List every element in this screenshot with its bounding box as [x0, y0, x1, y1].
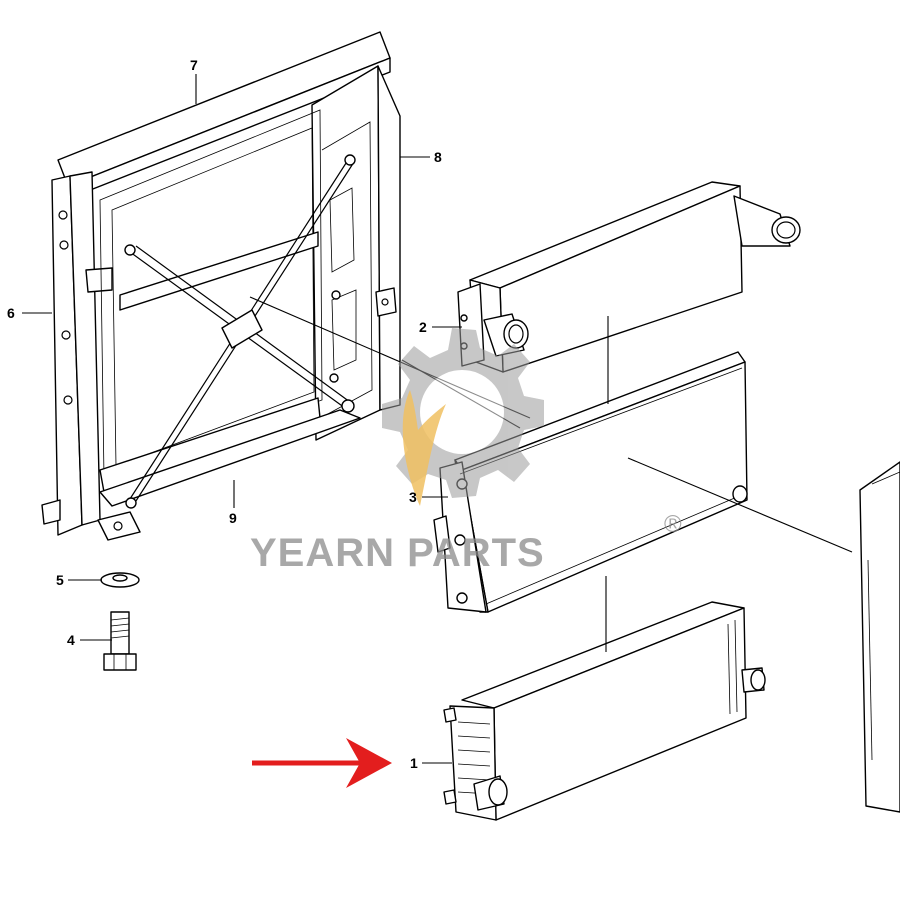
flame-logo-icon	[402, 390, 446, 506]
intercooler-part-2	[457, 181, 801, 373]
radiator-part-3	[433, 351, 748, 613]
callout-7: 7	[190, 57, 198, 73]
callout-9: 9	[229, 510, 237, 526]
callout-6: 6	[7, 305, 15, 321]
callout-4: 4	[67, 632, 75, 648]
watermark: YEARN PARTS ®	[250, 328, 682, 575]
washer-part-5	[100, 572, 140, 588]
highlight-arrow	[252, 738, 392, 788]
watermark-brand-text: YEARN PARTS	[250, 531, 545, 575]
callout-3: 3	[409, 489, 417, 505]
bolt-part-4	[103, 611, 137, 671]
radiator-frame	[41, 31, 401, 541]
callout-labels: 7 6 8 9 2 3 5 4 1	[7, 57, 442, 771]
fan-shroud	[859, 461, 900, 813]
callout-2: 2	[419, 319, 427, 335]
callout-leaders	[22, 74, 462, 764]
callout-5: 5	[56, 572, 64, 588]
charge-air-cooler-part-1	[443, 601, 766, 821]
callout-8: 8	[434, 149, 442, 165]
registered-mark: ®	[664, 511, 682, 538]
callout-1: 1	[410, 755, 418, 771]
